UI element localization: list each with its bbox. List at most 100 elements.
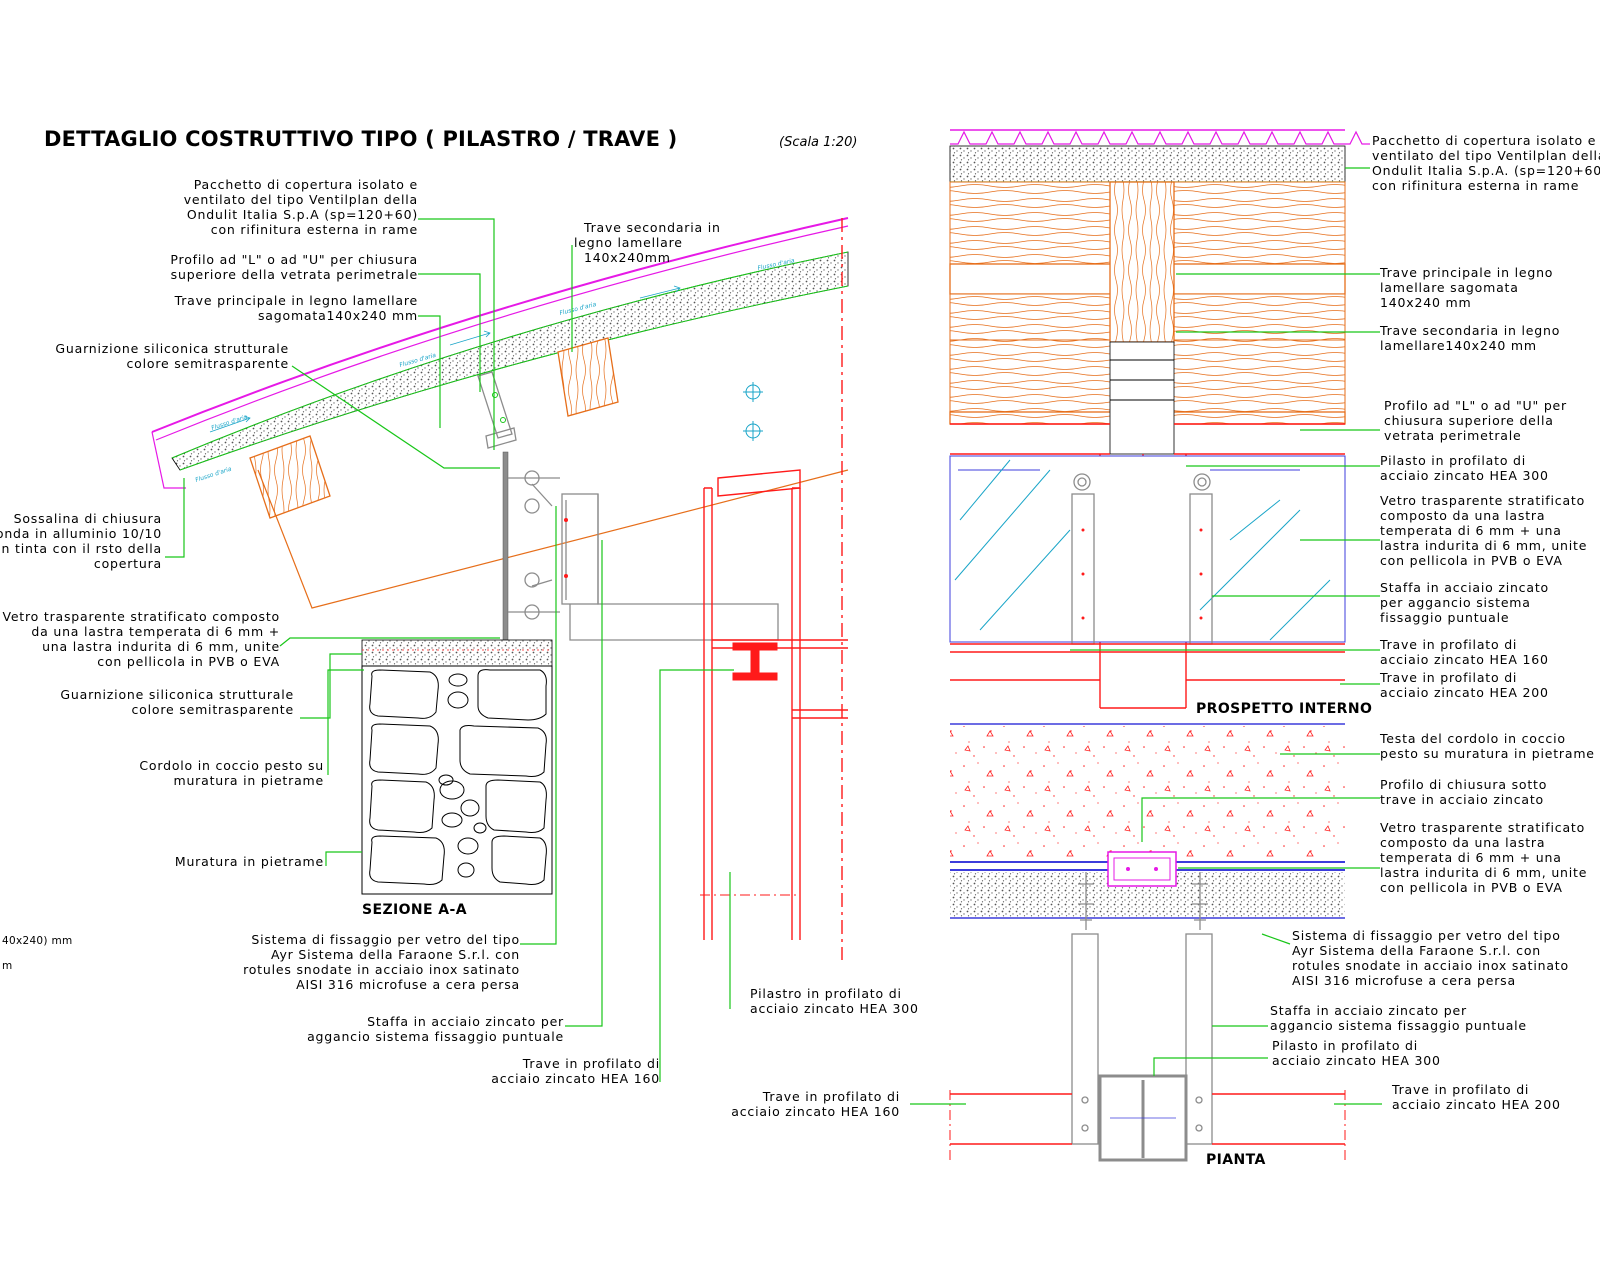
svg-text:lamellare140x240 mm: lamellare140x240 mm bbox=[1380, 338, 1537, 353]
plan-closure-profile bbox=[1107, 851, 1177, 887]
view-title-section: SEZIONE A-A bbox=[362, 902, 467, 918]
elevation-label-copertura: Pacchetto di copertura isolato e ventila… bbox=[1372, 133, 1600, 193]
svg-text:Ayr Sistema della Faraone S.r.: Ayr Sistema della Faraone S.r.l. con bbox=[1292, 943, 1541, 958]
elevation-label-trave-secondaria: Trave secondaria in legno lamellare140x2… bbox=[1379, 323, 1560, 353]
elevation-wood-beams bbox=[949, 181, 1346, 425]
section-leaders bbox=[165, 218, 734, 1082]
svg-text:Pilastro in profilato di: Pilastro in profilato di bbox=[750, 986, 902, 1001]
svg-text:una lastra indurita di 6 mm, u: una lastra indurita di 6 mm, unite bbox=[42, 639, 280, 654]
left-fragments: 40x240) mm m bbox=[2, 935, 72, 972]
svg-text:Trave principale in legno lame: Trave principale in legno lamellare bbox=[174, 293, 418, 308]
svg-text:lastra indurita di 6 mm, unite: lastra indurita di 6 mm, unite bbox=[1380, 538, 1587, 553]
air-flow-label: Flusso d'aria bbox=[194, 465, 232, 483]
drawing-scale: (Scala 1:20) bbox=[779, 135, 857, 150]
svg-text:acciaio zincato HEA 200: acciaio zincato HEA 200 bbox=[1380, 685, 1549, 700]
svg-text:Ayr Sistema della Faraone S.r.: Ayr Sistema della Faraone S.r.l. con bbox=[271, 947, 520, 962]
svg-text:Profilo di chiusura sotto: Profilo di chiusura sotto bbox=[1380, 777, 1547, 792]
svg-text:acciaio zincato HEA 160: acciaio zincato HEA 160 bbox=[731, 1104, 900, 1119]
svg-text:Guarnizione siliconica struttu: Guarnizione siliconica strutturale bbox=[60, 687, 294, 702]
svg-text:rotules snodate in acciaio ino: rotules snodate in acciaio inox satinato bbox=[243, 962, 520, 977]
svg-text:ventilato del tipo Ventilplan: ventilato del tipo Ventilplan della bbox=[184, 192, 418, 207]
svg-text:Vetro trasparente stratificato: Vetro trasparente stratificato bbox=[1380, 493, 1585, 508]
elevation-label-vetro: Vetro trasparente stratificato composto … bbox=[1380, 493, 1587, 568]
svg-text:Staffa in acciaio zincato: Staffa in acciaio zincato bbox=[1380, 580, 1549, 595]
plan-label-sistema: Sistema di fissaggio per vetro del tipo … bbox=[1292, 928, 1568, 988]
elevation-leaders bbox=[1070, 167, 1380, 685]
svg-text:AISI 316 microfuse a cera pers: AISI 316 microfuse a cera persa bbox=[296, 977, 520, 992]
svg-text:in tinta con il rsto della: in tinta con il rsto della bbox=[0, 541, 162, 556]
svg-text:Pilasto in profilato di: Pilasto in profilato di bbox=[1272, 1038, 1418, 1053]
section-label-muratura: Muratura in pietrame bbox=[175, 854, 324, 869]
svg-text:acciaio zincato HEA 200: acciaio zincato HEA 200 bbox=[1392, 1097, 1561, 1112]
svg-text:acciaio zincato HEA 300: acciaio zincato HEA 300 bbox=[1272, 1053, 1441, 1068]
plan-fixings bbox=[1071, 872, 1213, 1145]
elevation-label-pilastro: Pilasto in profilato di acciaio zincato … bbox=[1380, 453, 1549, 483]
anchor-symbols bbox=[743, 382, 763, 441]
plan-leaders bbox=[910, 753, 1382, 1105]
svg-text:Staffa in acciaio zincato per: Staffa in acciaio zincato per bbox=[367, 1014, 564, 1029]
plan-label-trave-hea200: Trave in profilato di acciaio zincato HE… bbox=[1391, 1082, 1561, 1112]
svg-text:Trave in profilato di: Trave in profilato di bbox=[1379, 670, 1517, 685]
svg-text:Profilo ad "L" o ad "U" per ch: Profilo ad "L" o ad "U" per chiusura bbox=[170, 252, 418, 267]
svg-text:con pellicola in PVB o EVA: con pellicola in PVB o EVA bbox=[1380, 880, 1563, 895]
svg-text:acciaio zincato HEA 160: acciaio zincato HEA 160 bbox=[491, 1071, 660, 1086]
section-label-profilo: Profilo ad "L" o ad "U" per chiusura sup… bbox=[170, 252, 418, 282]
svg-text:colore semitrasparente: colore semitrasparente bbox=[132, 702, 295, 717]
view-title-plan: PIANTA bbox=[1206, 1152, 1266, 1168]
svg-text:con pellicola in PVB o EVA: con pellicola in PVB o EVA bbox=[1380, 553, 1563, 568]
svg-text:con pellicola in PVB o EVA: con pellicola in PVB o EVA bbox=[97, 654, 280, 669]
svg-text:trave in acciaio zincato: trave in acciaio zincato bbox=[1380, 792, 1544, 807]
svg-text:Testa del cordolo in coccio: Testa del cordolo in coccio bbox=[1379, 731, 1566, 746]
plan-label-vetro: Vetro trasparente stratificato composto … bbox=[1380, 820, 1587, 895]
elevation-beams-hea bbox=[950, 643, 1345, 681]
svg-text:lastra indurita di 6 mm, unite: lastra indurita di 6 mm, unite bbox=[1380, 865, 1587, 880]
top-profile bbox=[477, 371, 517, 449]
section-label-copertura: Pacchetto di copertura isolato e ventila… bbox=[184, 177, 418, 237]
svg-text:fissaggio puntuale: fissaggio puntuale bbox=[1380, 610, 1509, 625]
elevation-label-profilo: Profilo ad "L" o ad "U" per chiusura sup… bbox=[1384, 398, 1567, 443]
svg-text:Vetro trasparente stratificato: Vetro trasparente stratificato bbox=[1380, 820, 1585, 835]
plan-label-testa-cordolo: Testa del cordolo in coccio pesto su mur… bbox=[1379, 731, 1595, 761]
elevation-label-staffa: Staffa in acciaio zincato per aggancio s… bbox=[1380, 580, 1549, 625]
steel-column-hea300 bbox=[700, 469, 848, 940]
svg-text:vetrata perimetrale: vetrata perimetrale bbox=[1384, 428, 1522, 443]
svg-text:Trave secondaria in: Trave secondaria in bbox=[583, 220, 721, 235]
svg-text:acciaio zincato HEA 160: acciaio zincato HEA 160 bbox=[1380, 652, 1549, 667]
svg-text:per aggancio sistema: per aggancio sistema bbox=[1380, 595, 1531, 610]
main-beam-outline bbox=[257, 469, 849, 609]
svg-text:temperata di 6 mm + una: temperata di 6 mm + una bbox=[1380, 523, 1562, 538]
svg-text:sagomata140x240 mm: sagomata140x240 mm bbox=[258, 308, 418, 323]
svg-text:Guarnizione siliconica struttu: Guarnizione siliconica strutturale bbox=[55, 341, 289, 356]
svg-text:Trave in profilato di: Trave in profilato di bbox=[762, 1089, 900, 1104]
elevation-glass bbox=[949, 455, 1346, 643]
svg-text:ventilato del tipo Ventilplan: ventilato del tipo Ventilplan della bbox=[1372, 148, 1600, 163]
svg-text:acciaio zincato HEA 300: acciaio zincato HEA 300 bbox=[1380, 468, 1549, 483]
svg-text:Ondulit Italia S.p.A (sp=120+6: Ondulit Italia S.p.A (sp=120+60) bbox=[187, 207, 418, 222]
section-label-trave-secondaria: Trave secondaria in legno lamellare 140x… bbox=[574, 220, 721, 265]
svg-text:da una lastra temperata di 6 m: da una lastra temperata di 6 mm + bbox=[31, 624, 280, 639]
beam-hea160-section bbox=[732, 642, 778, 681]
plan-label-staffa: Staffa in acciaio zincato per aggancio s… bbox=[1270, 1003, 1526, 1033]
svg-text:muratura in pietrame: muratura in pietrame bbox=[173, 773, 324, 788]
section-label-trave-principale: Trave principale in legno lamellare sago… bbox=[174, 293, 418, 323]
svg-text:chiusura superiore della: chiusura superiore della bbox=[1384, 413, 1554, 428]
svg-text:Trave secondaria in legno: Trave secondaria in legno bbox=[1379, 323, 1560, 338]
plan-label-pilastro: Pilasto in profilato di acciaio zincato … bbox=[1272, 1038, 1441, 1068]
svg-text:Staffa in acciaio zincato per: Staffa in acciaio zincato per bbox=[1270, 1003, 1467, 1018]
svg-text:Trave principale in legno: Trave principale in legno bbox=[1379, 265, 1553, 280]
section-label-guarnizione-1: Guarnizione siliconica strutturale color… bbox=[55, 341, 289, 371]
svg-text:composto da una lastra: composto da una lastra bbox=[1380, 508, 1545, 523]
svg-text:Profilo ad "L" o ad "U" per: Profilo ad "L" o ad "U" per bbox=[1384, 398, 1567, 413]
svg-text:aggancio sistema fissaggio pun: aggancio sistema fissaggio puntuale bbox=[307, 1029, 564, 1044]
plan-curb bbox=[950, 723, 1345, 919]
svg-text:pesto su muratura in pietrame: pesto su muratura in pietrame bbox=[1380, 746, 1595, 761]
roof-package bbox=[151, 217, 849, 489]
svg-text:composto da una lastra: composto da una lastra bbox=[1380, 835, 1545, 850]
svg-text:m: m bbox=[2, 960, 13, 972]
section-label-staffa: Staffa in acciaio zincato per aggancio s… bbox=[307, 1014, 564, 1044]
elevation-label-trave-hea200: Trave in profilato di acciaio zincato HE… bbox=[1379, 670, 1549, 700]
svg-text:140x240 mm: 140x240 mm bbox=[1380, 295, 1471, 310]
svg-text:con rifinitura esterna in rame: con rifinitura esterna in rame bbox=[1372, 178, 1579, 193]
svg-text:copertura: copertura bbox=[94, 556, 162, 571]
